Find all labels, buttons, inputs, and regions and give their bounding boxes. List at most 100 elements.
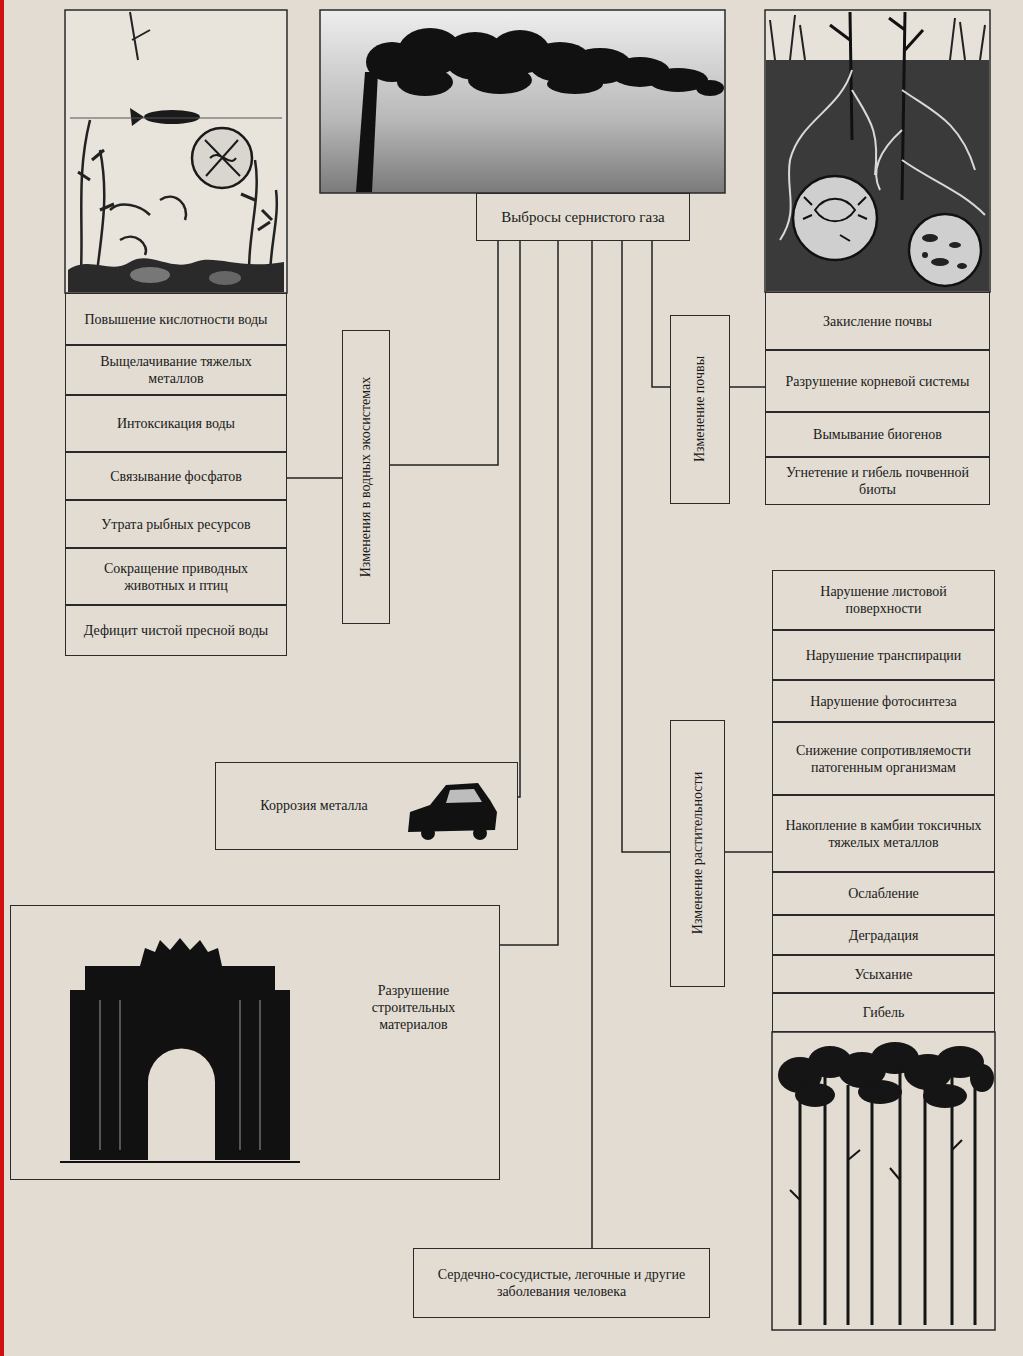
- band-label: Изменение растительности: [688, 720, 706, 987]
- box-label: Выбросы сернистого газа: [501, 209, 665, 226]
- soil-illustration: [803, 197, 867, 241]
- soil-illustration: [922, 234, 967, 269]
- forest-illustration: [772, 1032, 995, 1330]
- effect-box: Коррозия металла: [215, 762, 518, 850]
- soil-illustration: [765, 10, 990, 292]
- effect-box: Накопление в камбии токсичных тяжелых ме…: [772, 795, 995, 872]
- car-illustration: [446, 789, 482, 803]
- box-label: Усыхание: [854, 966, 912, 983]
- soil-illustration: [765, 10, 990, 292]
- forest-illustration: [790, 1140, 962, 1200]
- soil-illustration: [770, 15, 985, 60]
- box-label: Снижение сопротивляемости патогенным орг…: [781, 742, 986, 776]
- water-illustration: [144, 110, 200, 124]
- arch-illustration: [140, 938, 222, 966]
- effect-box: Разрушение корневой системы: [765, 350, 990, 412]
- box-label: Нарушение транспирации: [806, 647, 962, 664]
- effect-box: Сердечно-сосудистые, легочные и другие з…: [413, 1248, 710, 1318]
- effect-box: Сокращение приводных животных и птиц: [65, 548, 287, 605]
- effect-box: Нарушение фотосинтеза: [772, 680, 995, 722]
- car-illustration: [408, 783, 497, 840]
- box-label: Повышение кислотности воды: [84, 311, 267, 328]
- arch-illustration: [100, 1000, 260, 1150]
- arch-illustration: [60, 1161, 300, 1163]
- category-band: Изменение растительности: [670, 720, 725, 987]
- water-illustration: [65, 10, 287, 293]
- water-illustration: [70, 118, 282, 119]
- effect-box: Ослабление: [772, 872, 995, 915]
- water-illustration: [209, 271, 241, 285]
- car-illustration: [408, 783, 497, 832]
- effect-box: Интоксикация воды: [65, 395, 287, 452]
- forest-illustration: [800, 1065, 975, 1325]
- connector-line: [652, 241, 670, 387]
- scan-edge: [0, 0, 4, 1356]
- soil-illustration: [949, 242, 961, 248]
- connector-line: [518, 241, 520, 797]
- box-label: Деградация: [849, 927, 919, 944]
- smokestack-illustration: [366, 28, 724, 96]
- water-illustration: [205, 140, 240, 176]
- connector-line: [500, 241, 558, 945]
- box-label: Накопление в камбии токсичных тяжелых ме…: [781, 817, 986, 851]
- connector-line: [730, 386, 765, 388]
- box-label: Интоксикация воды: [117, 415, 235, 432]
- water-illustration: [68, 258, 284, 292]
- arch-illustration: [60, 938, 300, 1162]
- soil-illustration: [909, 214, 981, 286]
- box-label: Угнетение и гибель почвенной биоты: [774, 464, 981, 498]
- effect-box: Разрушение строительных материалов: [10, 905, 500, 1180]
- box-label: Сокращение приводных животных и птиц: [74, 560, 278, 594]
- box-label: Ослабление: [848, 885, 919, 902]
- water-illustration: [130, 108, 144, 126]
- box-label: Разрушение корневой системы: [786, 373, 970, 390]
- connector-line: [591, 241, 593, 1248]
- smokestack-illustration: [468, 66, 532, 94]
- box-label: Нарушение листовой поверхности: [781, 583, 986, 617]
- band-label: Изменение почвы: [691, 315, 709, 504]
- forest-illustration: [858, 1080, 902, 1104]
- box-label: Гибель: [863, 1004, 905, 1021]
- box-label: Вымывание биогенов: [813, 426, 942, 443]
- soil-illustration: [957, 263, 967, 269]
- box-label: Нарушение фотосинтеза: [810, 693, 956, 710]
- car-illustration: [421, 826, 435, 840]
- smokestack-illustration: [696, 80, 724, 96]
- effect-box: Дефицит чистой пресной воды: [65, 605, 287, 656]
- water-illustration: [192, 128, 252, 188]
- box-label: Закисление почвы: [823, 313, 932, 330]
- forest-illustration: [772, 1032, 995, 1330]
- effect-box: Выщелачивание тяжелых металлов: [65, 345, 287, 395]
- water-illustration: [65, 10, 287, 293]
- water-illustration: [130, 12, 150, 60]
- car-illustration: [473, 826, 487, 840]
- category-band: Изменение почвы: [670, 315, 730, 504]
- water-illustration: [130, 267, 170, 283]
- soil-illustration: [793, 176, 877, 260]
- box-label: Разрушение строительных материалов: [346, 982, 481, 1033]
- water-illustration: [110, 197, 186, 255]
- smokestack-illustration: [356, 72, 378, 192]
- forest-illustration: [778, 1042, 994, 1108]
- box-label: Связывание фосфатов: [110, 468, 242, 485]
- connector-line: [622, 241, 670, 852]
- scan-edge: [0, 0, 4, 1356]
- smokestack-illustration: [547, 74, 603, 94]
- box-label: Дефицит чистой пресной воды: [84, 622, 268, 639]
- effect-box: Нарушение транспирации: [772, 630, 995, 680]
- connector-line: [390, 241, 498, 465]
- soil-illustration: [766, 60, 989, 291]
- effect-box: Гибель: [772, 993, 995, 1032]
- box-label: Коррозия металла: [234, 797, 394, 814]
- effect-box: Деградация: [772, 915, 995, 955]
- box-label: Сердечно-сосудистые, легочные и другие з…: [422, 1266, 701, 1300]
- smokestack-illustration: [320, 10, 725, 193]
- connector-line: [287, 477, 342, 479]
- soil-illustration: [922, 234, 938, 242]
- source-box: Выбросы сернистого газа: [476, 193, 690, 241]
- effect-box: Усыхание: [772, 955, 995, 993]
- effect-box: Утрата рыбных ресурсов: [65, 500, 287, 548]
- forest-illustration: [923, 1084, 967, 1108]
- effect-box: Вымывание биогенов: [765, 412, 990, 457]
- soil-illustration: [922, 252, 928, 258]
